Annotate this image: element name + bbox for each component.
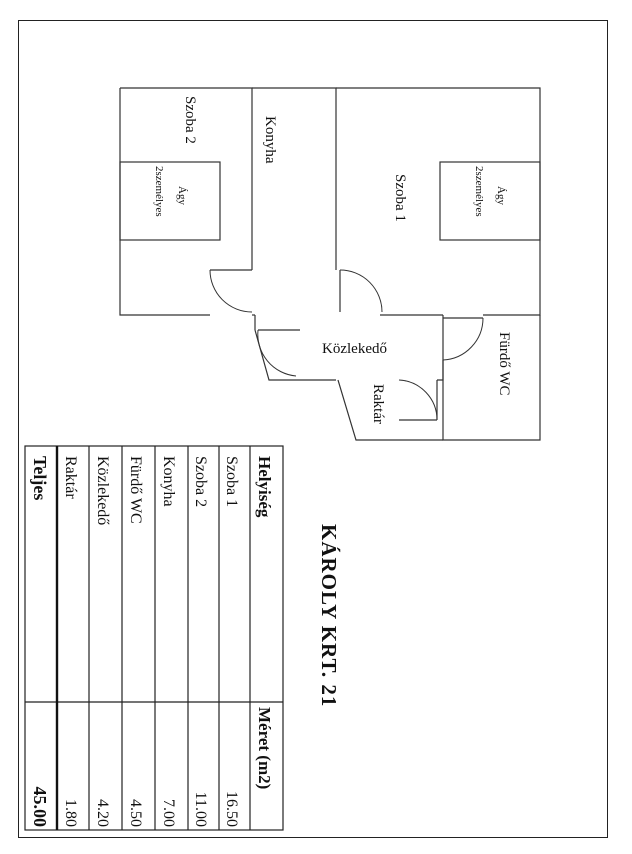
bed-label-szoba2-line1: Ágy <box>176 186 188 205</box>
room-label-szoba2: Szoba 2 <box>182 96 198 144</box>
floor-plan: Szoba 2 Konyha Szoba 1 Közlekedő Fürdő W… <box>119 87 541 441</box>
door-raktar-swing <box>398 379 438 421</box>
drawing-border <box>18 20 608 838</box>
table-frame <box>24 445 284 831</box>
doors <box>209 269 484 421</box>
table-header-size: Méret (m2) <box>255 707 274 789</box>
table-cell-size: 16.50 <box>223 791 240 827</box>
bed-szoba1 <box>439 161 541 241</box>
table-cell-size: 7.00 <box>160 799 177 827</box>
table-total-size: 45.00 <box>30 787 50 828</box>
table-cell-name: Szoba 1 <box>223 456 240 507</box>
door-szoba1-swing <box>339 269 383 313</box>
table-header-name: Helyiség <box>255 456 274 518</box>
bed-szoba2 <box>119 161 221 241</box>
wall-corridor-right <box>437 315 444 381</box>
wall-szoba1 <box>336 87 541 316</box>
table-cell-size: 11.00 <box>192 792 209 827</box>
wall-furdo <box>442 315 541 441</box>
table-cell-size: 1.80 <box>62 799 79 827</box>
wall-raktar <box>337 379 443 441</box>
bed-label-szoba1-line1: Ágy <box>495 186 507 205</box>
table-cell-size: 4.20 <box>94 799 111 827</box>
area-table: Helyiség Méret (m2) Szoba 1 16.50 Szoba … <box>24 445 284 831</box>
plan-title: KÁROLY KRT. 21 <box>317 524 341 707</box>
room-label-furdo: Fürdő WC <box>496 332 512 395</box>
table-cell-name: Raktár <box>62 456 79 499</box>
walls <box>119 87 541 441</box>
bed-label-szoba1-line2: 2személyes <box>473 166 485 217</box>
door-szoba2-swing <box>209 269 253 313</box>
room-label-konyha: Konyha <box>262 116 278 164</box>
room-label-szoba1: Szoba 1 <box>392 174 408 222</box>
bed-label-szoba2-line2: 2személyes <box>153 166 165 217</box>
table-total-name: Teljes <box>30 456 50 500</box>
room-label-kozlekedo: Közlekedő <box>322 341 387 357</box>
room-label-raktar: Raktár <box>370 384 386 424</box>
door-entrance-swing <box>257 329 297 377</box>
table-cell-name: Szoba 2 <box>192 456 209 507</box>
table-cell-name: Fürdő WC <box>127 456 144 524</box>
table-cell-size: 4.50 <box>127 799 144 827</box>
door-furdo-swing <box>442 317 484 361</box>
table-cell-name: Közlekedő <box>94 456 111 525</box>
table-cell-name: Konyha <box>160 456 177 507</box>
